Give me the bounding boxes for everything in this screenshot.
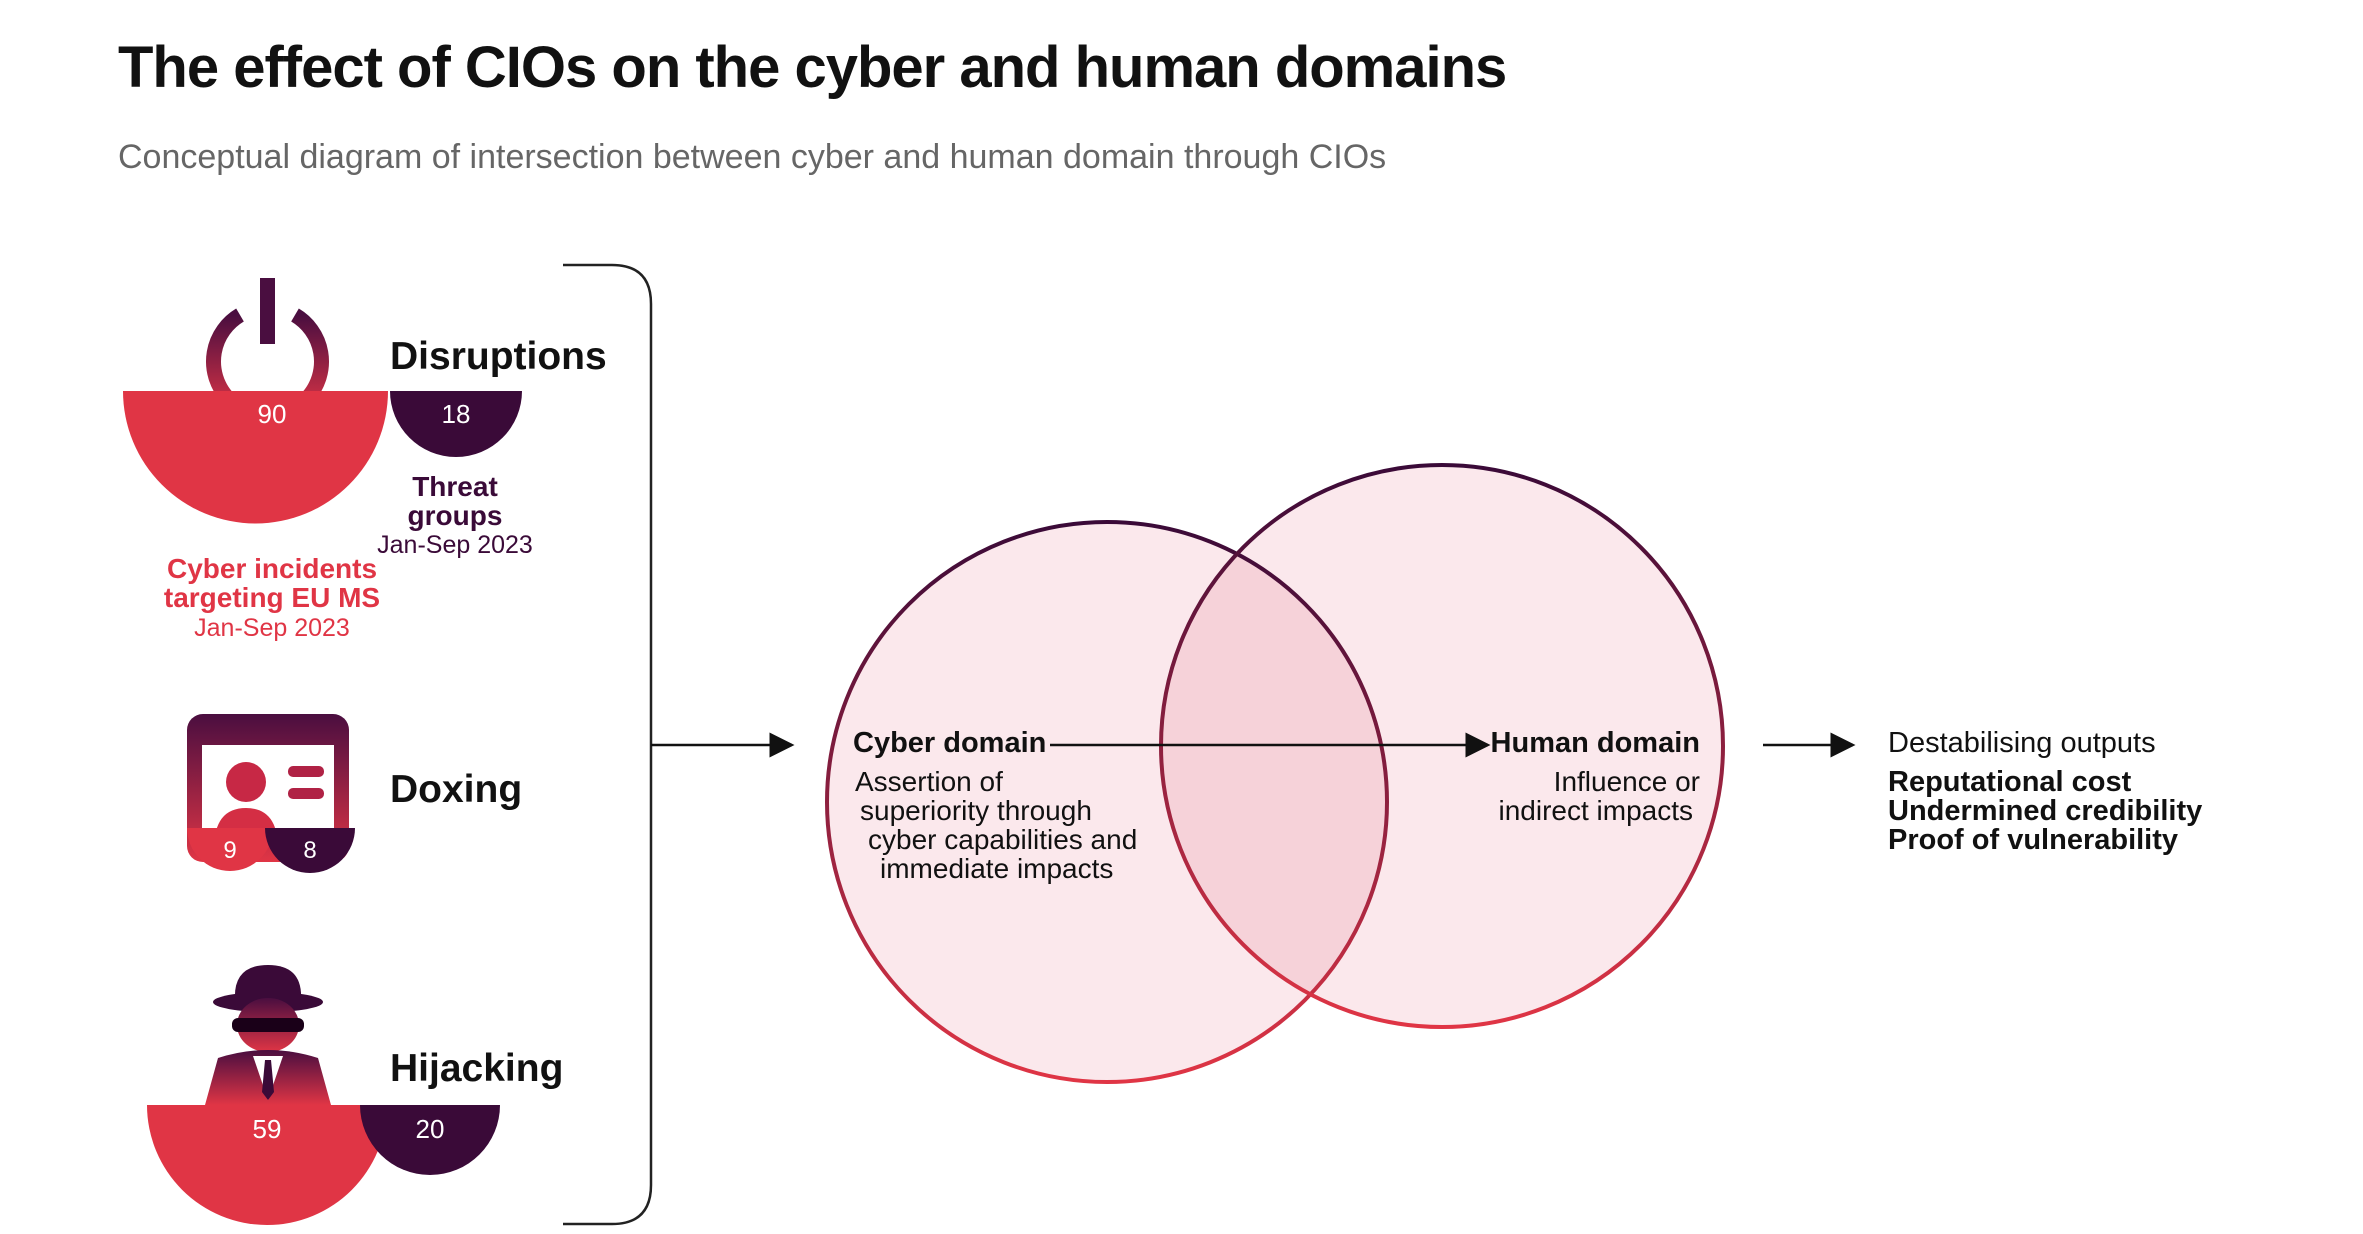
- threat-groups-half-circle: [360, 1105, 500, 1175]
- spy-icon: [205, 965, 331, 1105]
- page-subtitle: Conceptual diagram of intersection betwe…: [118, 138, 1387, 176]
- category-hijacking: 59 20 Hijacking: [147, 965, 563, 1225]
- legend-threat-line2: groups: [408, 500, 503, 531]
- incidents-half-circle: [123, 391, 388, 524]
- human-domain-line-2: indirect impacts: [1498, 795, 1693, 826]
- threat-groups-value: 8: [303, 837, 316, 864]
- output-item-2: Undermined credibility: [1888, 795, 2202, 827]
- category-disruptions: 90 18 Disruptions Threat groups Jan-Sep …: [123, 278, 607, 642]
- output-item-3: Proof of vulnerability: [1888, 824, 2178, 856]
- cyber-domain-line-1: Assertion of: [855, 766, 1003, 797]
- cyber-domain-line-3: cyber capabilities and: [868, 824, 1137, 855]
- incidents-value: 90: [258, 399, 287, 429]
- venn-diagram: Cyber domain Assertion of superiority th…: [825, 463, 1725, 1084]
- legend-incidents-line1: Cyber incidents: [167, 553, 377, 584]
- output-item-1: Reputational cost: [1888, 766, 2132, 798]
- page-title: The effect of CIOs on the cyber and huma…: [118, 35, 1507, 100]
- venn-overlap: [1161, 522, 1387, 1027]
- outputs-list: Destabilising outputs Reputational cost …: [1888, 727, 2202, 856]
- human-domain-line-1: Influence or: [1554, 766, 1700, 797]
- grouping-bracket: [563, 263, 653, 1226]
- human-domain-title: Human domain: [1491, 727, 1700, 759]
- outputs-title: Destabilising outputs: [1888, 727, 2156, 759]
- threat-groups-half-circle: [265, 828, 355, 873]
- category-label: Doxing: [390, 768, 522, 811]
- legend-threat-groups: Threat groups Jan-Sep 2023: [377, 471, 533, 559]
- category-label: Hijacking: [390, 1047, 563, 1090]
- cyber-domain-title: Cyber domain: [853, 727, 1046, 759]
- threat-groups-half-circle: [390, 391, 522, 457]
- incidents-half-circle: [187, 828, 273, 871]
- legend-incidents-line2: targeting EU MS: [164, 582, 380, 613]
- category-label: Disruptions: [390, 335, 607, 378]
- legend-incidents: Cyber incidents targeting EU MS Jan-Sep …: [164, 553, 380, 642]
- legend-threat-period: Jan-Sep 2023: [377, 531, 533, 559]
- cyber-domain-line-4: immediate impacts: [880, 853, 1113, 884]
- cyber-domain-line-2: superiority through: [860, 795, 1092, 826]
- threat-groups-value: 20: [416, 1114, 445, 1144]
- legend-threat-line1: Threat: [412, 471, 498, 502]
- legend-incidents-period: Jan-Sep 2023: [194, 614, 350, 642]
- category-doxing: 9 8 Doxing: [187, 714, 522, 873]
- incidents-value: 9: [223, 837, 236, 864]
- incidents-value: 59: [253, 1114, 282, 1144]
- incidents-half-circle: [147, 1105, 387, 1225]
- threat-groups-value: 18: [442, 399, 471, 429]
